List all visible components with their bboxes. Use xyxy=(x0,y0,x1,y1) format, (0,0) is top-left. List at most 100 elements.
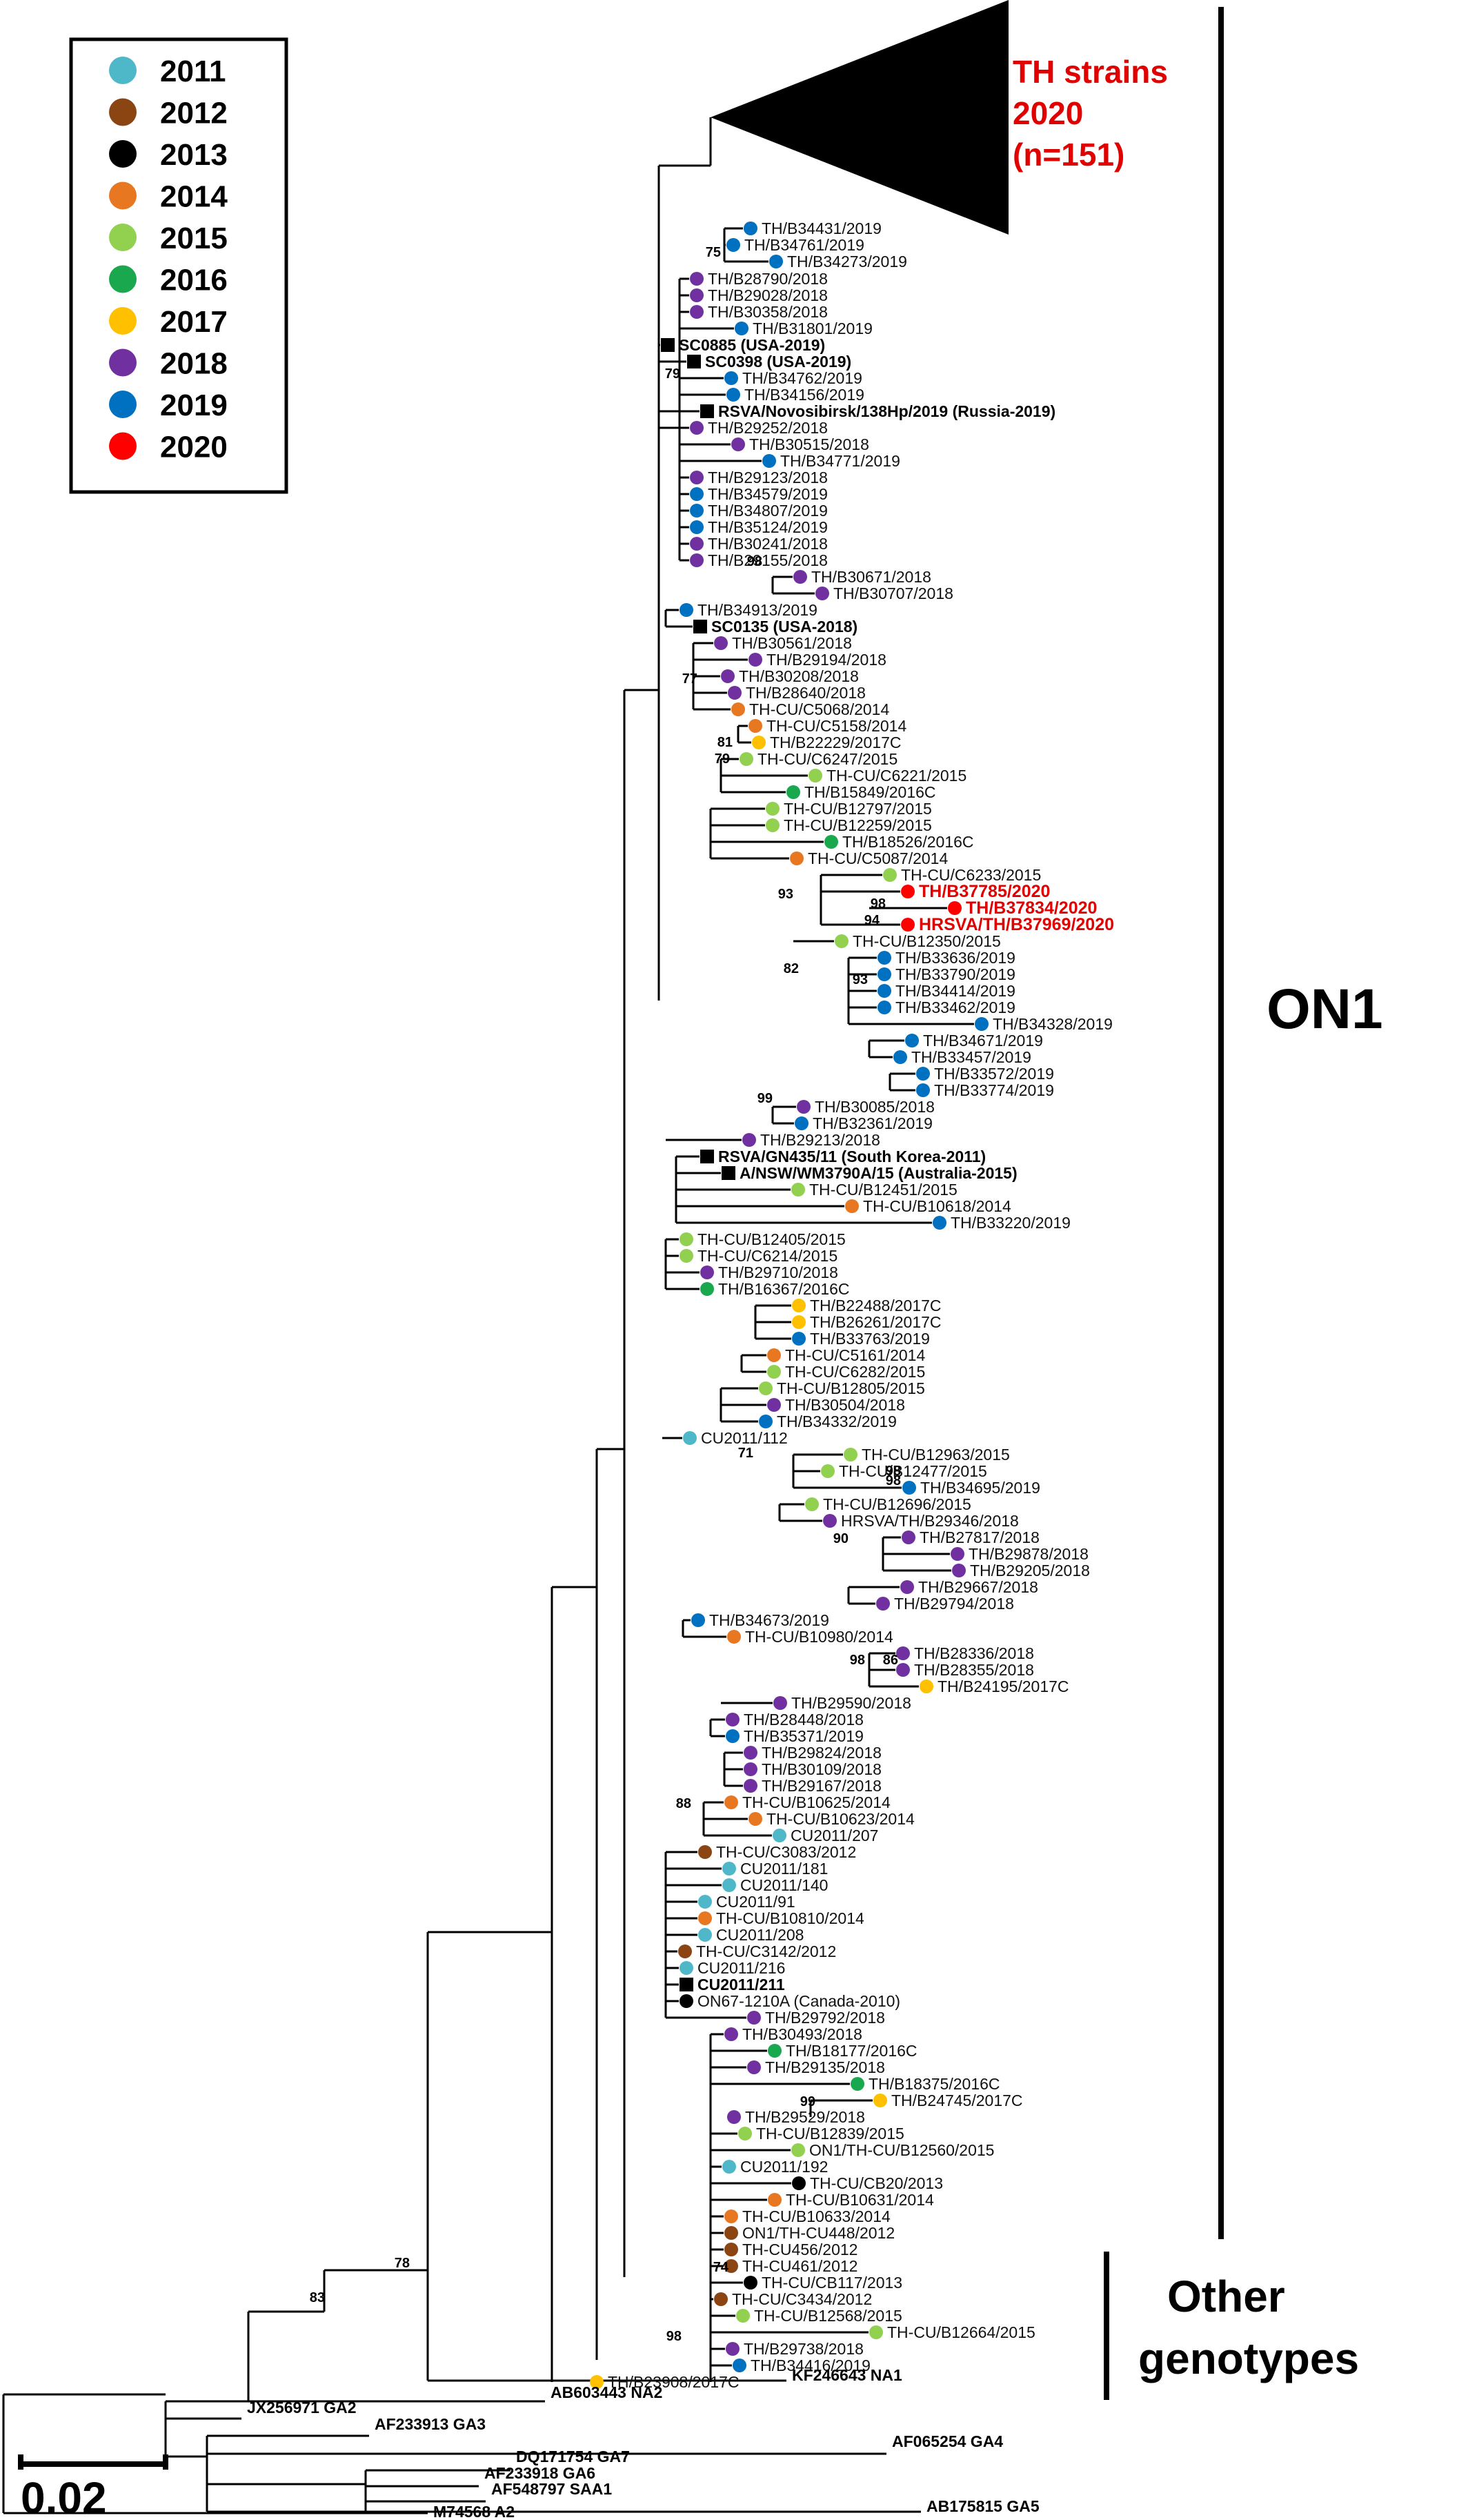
leaf-label: TH/B30208/2018 xyxy=(739,667,859,685)
leaf-label: TH/B30358/2018 xyxy=(708,303,828,321)
reference-strain-label: A/NSW/WM3790A/15 (Australia-2015) xyxy=(740,1164,1018,1182)
leaf-label: TH/B34695/2019 xyxy=(920,1479,1040,1497)
leaf-dot-2018 xyxy=(744,1746,757,1760)
bootstrap-value: 82 xyxy=(784,961,799,976)
leaf-label: TH-CU/B12259/2015 xyxy=(784,816,932,834)
leaf-label: TH/B29123/2018 xyxy=(708,469,828,486)
leaf-label: TH-CU/B10618/2014 xyxy=(863,1197,1011,1215)
bootstrap-value: 75 xyxy=(706,245,721,260)
leaf-dot-2018 xyxy=(797,1100,811,1114)
leaf-label: TH/B30241/2018 xyxy=(708,535,828,553)
leaf-dot-2016 xyxy=(824,835,838,849)
leaf-label: TH/B30085/2018 xyxy=(815,1098,935,1116)
leaf-dot-2017 xyxy=(792,1315,806,1329)
leaf-label: TH-CU/C5068/2014 xyxy=(749,700,889,718)
leaf-dot-2015 xyxy=(680,1249,693,1263)
leaf-label: TH-CU/B10810/2014 xyxy=(716,1909,864,1927)
leaf-dot-2015 xyxy=(680,1232,693,1246)
leaf-label: TH/B37785/2020 xyxy=(919,882,1050,901)
leaf-label: TH-CU/C5087/2014 xyxy=(808,849,948,867)
leaf-dot-2018 xyxy=(793,570,807,584)
other-genotype-label: AF065254 GA4 xyxy=(892,2432,1003,2450)
reference-strain-marker xyxy=(722,1166,735,1180)
leaf-dot-2019 xyxy=(744,222,757,235)
leaf-dot-2018 xyxy=(726,1713,740,1726)
leaf-dot-2017 xyxy=(752,736,766,749)
leaf-dot-2015 xyxy=(759,1381,773,1395)
bootstrap-value: 81 xyxy=(717,735,733,750)
reference-strain-label: RSVA/Novosibirsk/138Hp/2019 (Russia-2019… xyxy=(718,402,1055,420)
legend-dot-2013 xyxy=(109,140,137,168)
leaf-label: TH-CU/C6214/2015 xyxy=(697,1247,837,1265)
leaf-dot-2018 xyxy=(896,1646,910,1660)
leaf-label: TH-CU/C3083/2012 xyxy=(716,1843,856,1861)
bootstrap-value: 98 xyxy=(886,1473,901,1488)
leaf-label: TH/B28336/2018 xyxy=(914,1644,1034,1662)
legend-label-2015: 2015 xyxy=(160,222,228,255)
leaf-label: TH/B29738/2018 xyxy=(744,2340,864,2358)
leaf-label: TH/B29590/2018 xyxy=(791,1694,911,1712)
leaf-dot-2012 xyxy=(724,2226,738,2240)
leaf-dot-2015 xyxy=(805,1497,819,1511)
leaf-dot-2019 xyxy=(762,454,776,468)
leaf-label: TH-CU/B10623/2014 xyxy=(766,1810,915,1828)
bootstrap-values: 7579987781799398949382997198989086988899… xyxy=(310,245,901,2344)
leaf-label: TH/B24745/2017C xyxy=(891,2091,1023,2109)
leaf-label: TH-CU/C3434/2012 xyxy=(732,2290,872,2308)
reference-strain-marker xyxy=(700,404,714,418)
leaf-dot-2019 xyxy=(769,255,783,268)
leaf-label: TH/B34414/2019 xyxy=(895,982,1015,1000)
leaf-label: ON1/TH-CU448/2012 xyxy=(742,2224,895,2242)
leaf-dot-2018 xyxy=(714,636,728,650)
leaf-dot-2014 xyxy=(767,1348,781,1362)
leaf-label: TH/B24195/2017C xyxy=(938,1677,1069,1695)
bootstrap-value: 98 xyxy=(871,896,886,912)
leaf-dot-2018 xyxy=(690,272,704,286)
leaf-dot-2018 xyxy=(902,1530,915,1544)
leaf-dot-2019 xyxy=(905,1034,919,1047)
leaf-dot-2019 xyxy=(916,1067,930,1081)
legend-dot-2017 xyxy=(109,307,137,335)
clade-title-line3: (n=151) xyxy=(1013,137,1124,173)
leaf-label: HRSVA/TH/B37969/2020 xyxy=(919,915,1114,934)
leaf-dot-2018 xyxy=(952,1564,966,1577)
leaf-label: TH/B34762/2019 xyxy=(742,369,862,387)
leaf-dot-2018 xyxy=(748,653,762,667)
leaf-dot-2019 xyxy=(877,984,891,998)
leaf-label: CU2011/208 xyxy=(716,1926,804,1944)
reference-strain-label: SC0885 (USA-2019) xyxy=(679,336,825,354)
leaf-label: TH/B29028/2018 xyxy=(708,286,828,304)
leaf-dot-2014 xyxy=(748,1812,762,1826)
leaf-label: TH/B34913/2019 xyxy=(697,601,817,619)
leaf-label: CU2011/207 xyxy=(791,1827,878,1844)
leaf-label: TH/B30671/2018 xyxy=(811,568,931,586)
leaf-label: TH/B33457/2019 xyxy=(911,1048,1031,1066)
bootstrap-value: 94 xyxy=(864,913,880,928)
other-genotypes-label-line1: Other xyxy=(1167,2272,1285,2321)
leaf-dot-2015 xyxy=(738,2127,752,2140)
legend-label-2018: 2018 xyxy=(160,347,228,381)
leaf-dot-2016 xyxy=(700,1282,714,1296)
leaf-dot-2018 xyxy=(690,553,704,567)
leaf-label: TH/B37834/2020 xyxy=(966,898,1097,918)
leaf-label: TH-CU/C6233/2015 xyxy=(901,866,1041,884)
leaf-label: TH-CU/B12963/2015 xyxy=(862,1446,1010,1464)
other-genotype-label: AF233913 GA3 xyxy=(375,2415,486,2433)
legend-label-2012: 2012 xyxy=(160,97,228,130)
leaf-dot-2018 xyxy=(690,471,704,484)
leaf-dot-2011 xyxy=(773,1829,786,1842)
leaf-dot-2017 xyxy=(873,2094,887,2107)
leaf-label: TH/B15849/2016C xyxy=(804,783,936,801)
bootstrap-value: 98 xyxy=(747,554,762,569)
leaf-label: TH/B33220/2019 xyxy=(951,1214,1071,1232)
leaf-label: TH/B29794/2018 xyxy=(894,1595,1014,1613)
leaf-dot-2019 xyxy=(726,1729,740,1743)
leaf-dot-2015 xyxy=(791,1183,805,1197)
other-genotypes-label-line2: genotypes xyxy=(1138,2334,1359,2383)
leaf-dot-2019 xyxy=(726,388,740,402)
scale-bar-label: 0.02 xyxy=(21,2473,107,2520)
leaf-dot-2018 xyxy=(728,686,742,700)
leaf-dot-2017 xyxy=(920,1680,933,1693)
leaf-dot-2018 xyxy=(773,1696,787,1710)
